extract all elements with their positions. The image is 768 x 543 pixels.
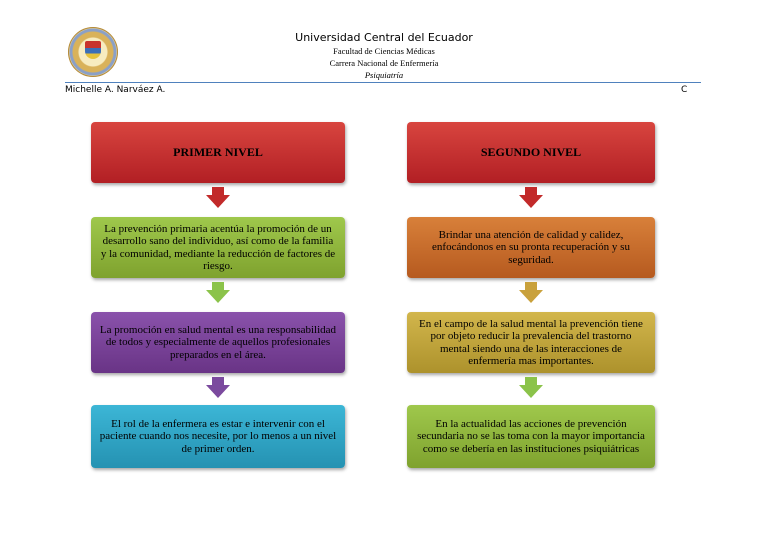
corner-mark: C (681, 85, 688, 95)
faculty-line: Facultad de Ciencias Médicas (333, 46, 435, 56)
university-title: Universidad Central del Ecuador (295, 31, 473, 44)
university-seal (68, 27, 118, 77)
down-arrow-icon (206, 282, 230, 304)
down-arrow-icon (206, 187, 230, 209)
author-name: Michelle A. Narváez A. (65, 85, 166, 95)
subject-line: Psiquiatría (364, 70, 404, 80)
down-arrow-icon (206, 377, 230, 399)
career-line: Carrera Nacional de Enfermería (329, 58, 439, 68)
seal-shield-icon (85, 41, 101, 59)
down-arrow-icon (519, 187, 543, 209)
primer-nivel-box-1: La prevención primaria acentúa la promoc… (91, 217, 345, 278)
down-arrow-icon (519, 377, 543, 399)
segundo-nivel-box-2: En el campo de la salud mental la preven… (407, 312, 655, 373)
down-arrow-icon (519, 282, 543, 304)
primer-nivel-heading: PRIMER NIVEL (91, 122, 345, 183)
header-divider (65, 82, 701, 83)
segundo-nivel-box-1: Brindar una atención de calidad y calide… (407, 217, 655, 278)
segundo-nivel-heading: SEGUNDO NIVEL (407, 122, 655, 183)
primer-nivel-box-3: El rol de la enfermera es estar e interv… (91, 405, 345, 468)
segundo-nivel-box-3: En la actualidad las acciones de prevenc… (407, 405, 655, 468)
primer-nivel-box-2: La promoción en salud mental es una resp… (91, 312, 345, 373)
